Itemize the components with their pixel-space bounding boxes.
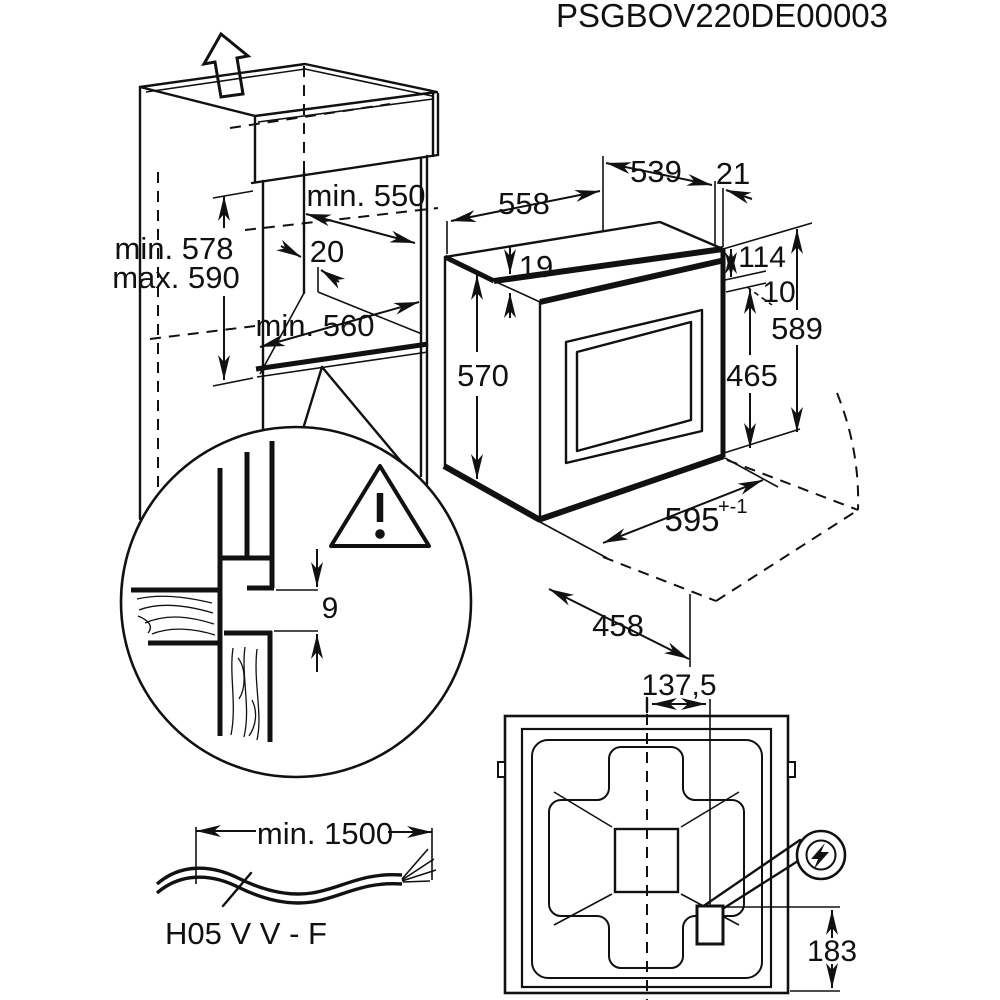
- rear-view: 137,5 183: [497, 669, 857, 1000]
- dim-front-width-label: 595: [664, 501, 719, 538]
- dim-niche-depth-top-label: min. 550: [307, 178, 426, 213]
- upward-arrow-icon: [201, 31, 252, 99]
- dim-front-height-label: 589: [771, 311, 823, 346]
- dim-niche-height-min-label: min. 578: [115, 231, 234, 266]
- dim-top-depth-label: 558: [498, 186, 550, 221]
- dim-body-height-label: 570: [457, 358, 509, 393]
- dim-control-panel-height-label: 114: [738, 241, 786, 274]
- dim-door-height-label: 465: [726, 358, 778, 393]
- dim-body-depth-label: 539: [630, 154, 682, 189]
- electrical-symbol-icon: [795, 829, 847, 881]
- dim-cable-length-label: min. 1500: [257, 816, 393, 851]
- power-cable-view: min. 1500 H05 V V - F: [155, 816, 437, 951]
- dim-rear-gap-label: 20: [310, 234, 344, 269]
- dim-gap-label: 10: [762, 276, 795, 309]
- cabinet-view: min. 550 20 min. 560 min. 578 max. 590: [112, 31, 440, 521]
- warning-icon: [329, 464, 431, 548]
- dim-connection-offset-label: 137,5: [641, 669, 716, 702]
- dim-niche-height-max-label: max. 590: [112, 260, 240, 295]
- cable-type-label: H05 V V - F: [165, 916, 327, 951]
- dim-clearance-depth-label: 458: [592, 608, 644, 643]
- dim-connection-height-label: 183: [807, 935, 857, 968]
- dim-front-width-tolerance-label: +-1: [718, 496, 747, 518]
- dim-top-inset-label: 19: [519, 249, 553, 284]
- page-title: PSGBOV220DE00003: [556, 0, 888, 34]
- dim-door-protrusion-label: 21: [716, 156, 750, 191]
- dim-edge-gap-label: 9: [322, 592, 339, 625]
- shelf-detail-view: 9: [119, 425, 473, 779]
- oven-view: 558 539 21 19 570 114 10 465 589: [442, 154, 860, 667]
- dim-niche-depth-floor-label: min. 560: [256, 308, 375, 343]
